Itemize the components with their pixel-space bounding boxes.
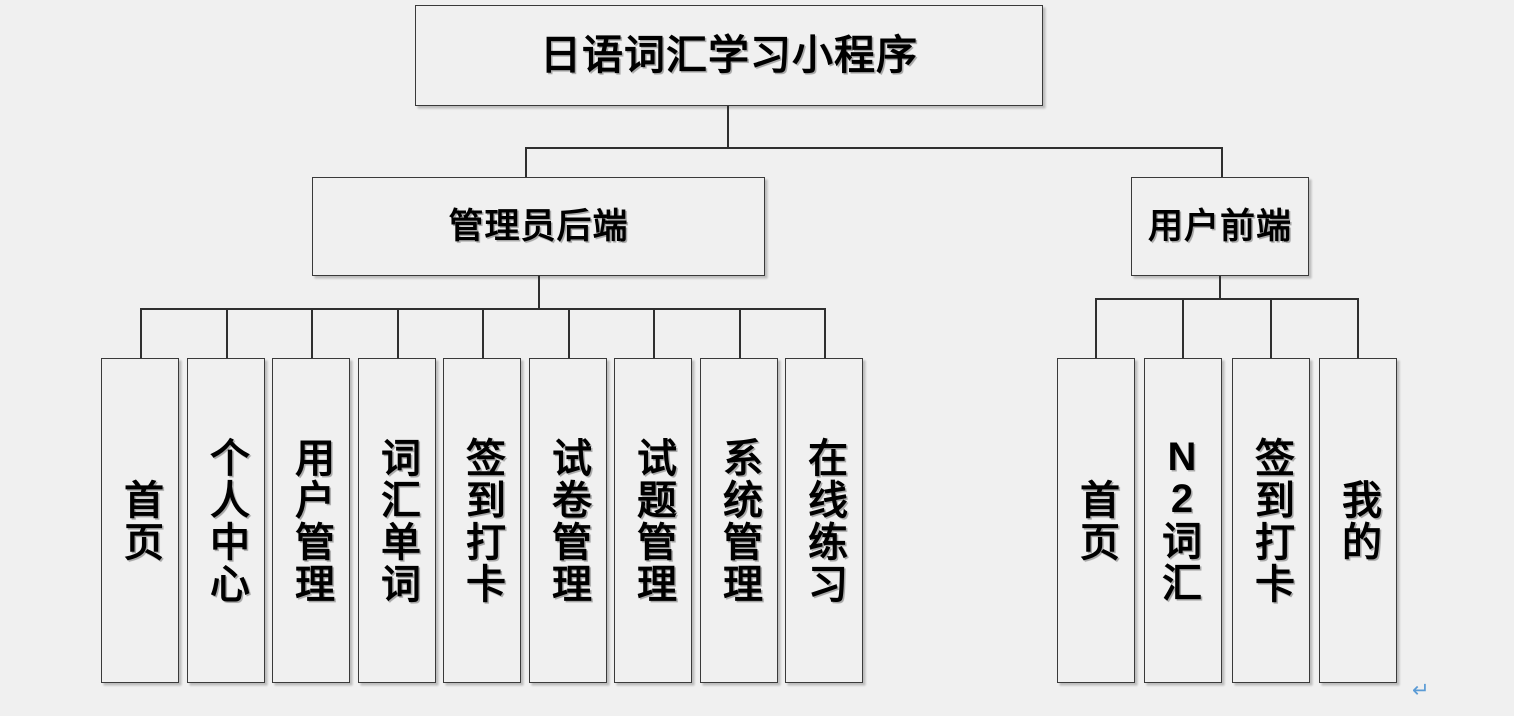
leaf-admin-personal-center[interactable]: 个人中心 bbox=[187, 358, 265, 683]
paragraph-mark-icon: ↵ bbox=[1412, 679, 1430, 702]
leaf-admin-vocabulary-words[interactable]: 词汇单词 bbox=[358, 358, 436, 683]
connector-admin-drop-2 bbox=[226, 308, 228, 358]
leaf-admin-checkin-label: 签到打卡 bbox=[460, 436, 504, 605]
leaf-admin-home[interactable]: 首页 bbox=[101, 358, 179, 683]
leaf-admin-vocabulary-words-label: 词汇单词 bbox=[375, 436, 419, 605]
leaf-user-mine[interactable]: 我的 bbox=[1319, 358, 1397, 683]
leaf-admin-home-label: 首页 bbox=[118, 478, 162, 563]
connector-admin-drop-4 bbox=[397, 308, 399, 358]
node-root-label: 日语词汇学习小程序 bbox=[540, 31, 918, 78]
leaf-admin-online-practice-label: 在线练习 bbox=[802, 436, 846, 605]
leaf-admin-online-practice[interactable]: 在线练习 bbox=[785, 358, 863, 683]
leaf-user-checkin[interactable]: 签到打卡 bbox=[1232, 358, 1310, 683]
connector-to-admin bbox=[525, 147, 527, 178]
connector-admin-drop-5 bbox=[482, 308, 484, 358]
node-user-frontend[interactable]: 用户前端 bbox=[1131, 177, 1309, 276]
connector-level2-bus bbox=[525, 147, 1223, 149]
connector-admin-stem bbox=[538, 276, 540, 309]
connector-user-drop-4 bbox=[1357, 298, 1359, 358]
leaf-admin-personal-center-label: 个人中心 bbox=[204, 436, 248, 605]
leaf-admin-system-management[interactable]: 系统管理 bbox=[700, 358, 778, 683]
leaf-admin-question-management[interactable]: 试题管理 bbox=[614, 358, 692, 683]
leaf-admin-user-management[interactable]: 用户管理 bbox=[272, 358, 350, 683]
node-admin-backend-label: 管理员后端 bbox=[448, 206, 629, 246]
connector-admin-drop-3 bbox=[311, 308, 313, 358]
connector-user-drop-2 bbox=[1182, 298, 1184, 358]
connector-admin-drop-1 bbox=[140, 308, 142, 358]
leaf-admin-question-management-label: 试题管理 bbox=[631, 436, 675, 605]
connector-admin-drop-9 bbox=[824, 308, 826, 358]
leaf-user-n2-vocabulary[interactable]: N2词汇 bbox=[1144, 358, 1222, 683]
leaf-admin-exam-paper-management-label: 试卷管理 bbox=[546, 436, 590, 605]
leaf-user-home[interactable]: 首页 bbox=[1057, 358, 1135, 683]
node-root-title[interactable]: 日语词汇学习小程序 bbox=[415, 5, 1043, 106]
connector-user-drop-3 bbox=[1270, 298, 1272, 358]
node-admin-backend[interactable]: 管理员后端 bbox=[312, 177, 765, 276]
leaf-user-n2-vocabulary-label: N2词汇 bbox=[1162, 434, 1204, 606]
leaf-user-checkin-label: 签到打卡 bbox=[1249, 436, 1293, 605]
connector-admin-drop-8 bbox=[739, 308, 741, 358]
leaf-user-home-label: 首页 bbox=[1074, 478, 1118, 563]
leaf-admin-checkin[interactable]: 签到打卡 bbox=[443, 358, 521, 683]
leaf-user-mine-label: 我的 bbox=[1336, 478, 1380, 563]
connector-user-bus bbox=[1095, 298, 1359, 300]
connector-root-stem bbox=[727, 106, 729, 148]
connector-admin-drop-7 bbox=[653, 308, 655, 358]
leaf-admin-user-management-label: 用户管理 bbox=[289, 436, 333, 605]
connector-user-drop-1 bbox=[1095, 298, 1097, 358]
node-user-frontend-label: 用户前端 bbox=[1147, 206, 1292, 246]
connector-admin-drop-6 bbox=[568, 308, 570, 358]
connector-user-stem bbox=[1219, 276, 1221, 299]
connector-to-user bbox=[1221, 147, 1223, 178]
leaf-admin-system-management-label: 系统管理 bbox=[717, 436, 761, 605]
leaf-admin-exam-paper-management[interactable]: 试卷管理 bbox=[529, 358, 607, 683]
